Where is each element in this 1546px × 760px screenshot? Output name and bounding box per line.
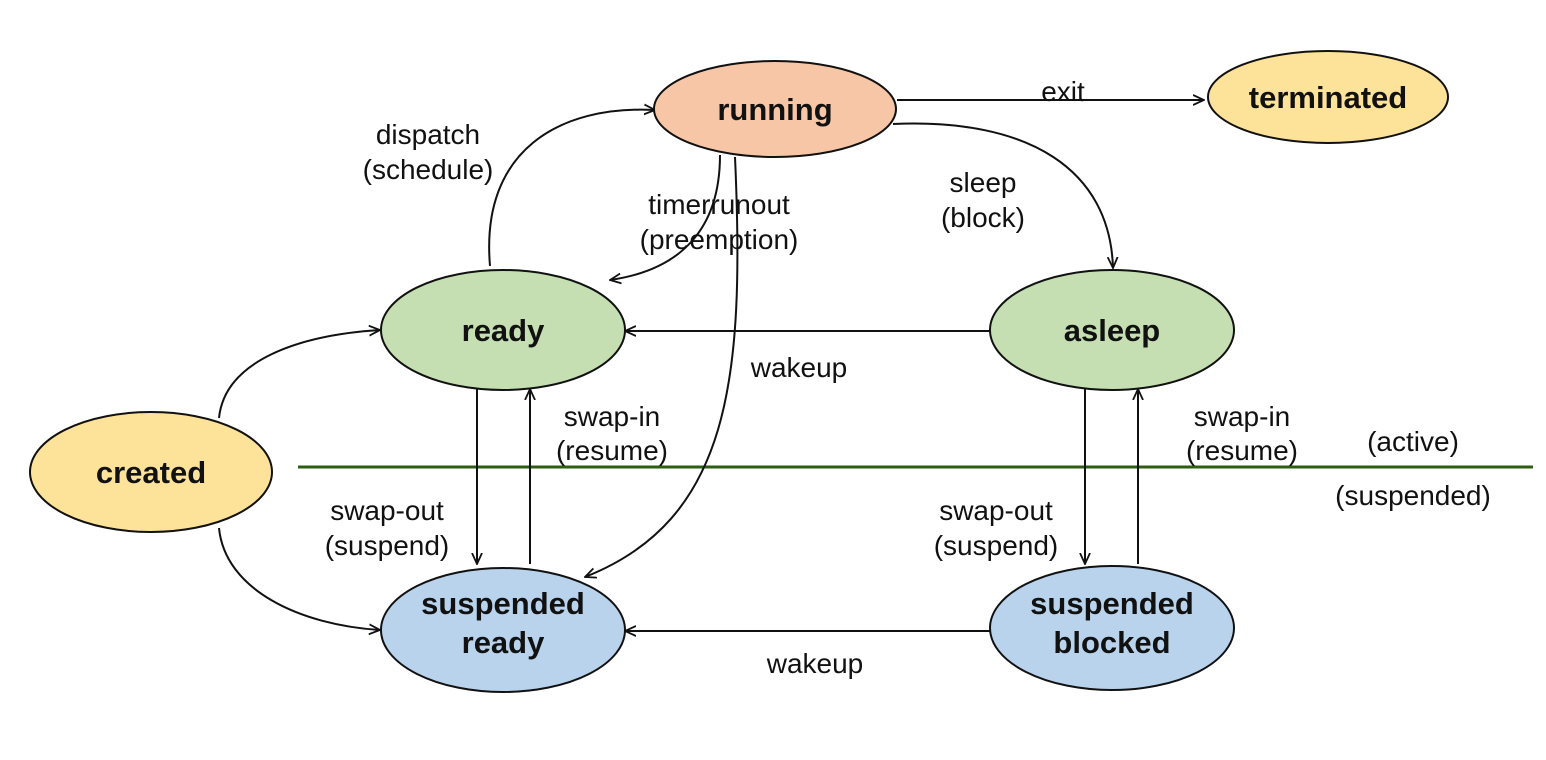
label-wakeup-active: wakeup bbox=[750, 352, 848, 383]
state-suspended-blocked: suspended blocked bbox=[989, 565, 1235, 691]
state-suspended-ready-label-2: ready bbox=[462, 625, 545, 660]
state-suspended-ready-label-1: suspended bbox=[421, 586, 585, 621]
label-sleep-block: (block) bbox=[941, 202, 1025, 233]
label-swap-out-left: swap-out bbox=[330, 495, 444, 526]
edge-sleep bbox=[892, 122, 1113, 268]
label-wakeup-suspended: wakeup bbox=[766, 648, 864, 679]
edge-created-to-suspended-ready bbox=[218, 527, 380, 630]
state-terminated: terminated bbox=[1207, 50, 1449, 144]
label-swap-out-right-suspend: (suspend) bbox=[934, 530, 1059, 561]
state-created-label: created bbox=[96, 455, 206, 490]
state-terminated-label: terminated bbox=[1249, 80, 1407, 115]
label-dispatch-schedule: (schedule) bbox=[363, 154, 494, 185]
edge-running-to-suspended-ready bbox=[585, 156, 739, 577]
label-swap-in-left: swap-in bbox=[564, 401, 660, 432]
region-suspended-label: (suspended) bbox=[1335, 480, 1491, 511]
label-timerrunout-preemption: (preemption) bbox=[640, 224, 799, 255]
state-created: created bbox=[29, 411, 273, 533]
state-asleep-label: asleep bbox=[1064, 313, 1161, 348]
label-sleep: sleep bbox=[950, 167, 1017, 198]
edge-dispatch bbox=[488, 110, 655, 267]
state-ready: ready bbox=[380, 269, 626, 391]
label-swap-out-right: swap-out bbox=[939, 495, 1053, 526]
label-swap-out-left-suspend: (suspend) bbox=[325, 530, 450, 561]
label-swap-in-right-resume: (resume) bbox=[1186, 435, 1298, 466]
state-ready-label: ready bbox=[462, 313, 545, 348]
edge-timerrunout bbox=[610, 154, 721, 280]
label-swap-in-left-resume: (resume) bbox=[556, 435, 668, 466]
state-suspended-blocked-label-2: blocked bbox=[1053, 625, 1170, 660]
state-asleep: asleep bbox=[989, 269, 1235, 391]
state-running-label: running bbox=[717, 92, 832, 127]
state-running: running bbox=[653, 60, 897, 158]
label-dispatch: dispatch bbox=[376, 119, 480, 150]
label-exit: exit bbox=[1041, 76, 1085, 107]
region-active-label: (active) bbox=[1367, 426, 1459, 457]
label-swap-in-right: swap-in bbox=[1194, 401, 1290, 432]
edge-created-to-ready bbox=[218, 330, 380, 419]
label-timerrunout: timerrunout bbox=[648, 189, 790, 220]
state-suspended-blocked-label-1: suspended bbox=[1030, 586, 1194, 621]
state-suspended-ready: suspended ready bbox=[380, 567, 626, 693]
